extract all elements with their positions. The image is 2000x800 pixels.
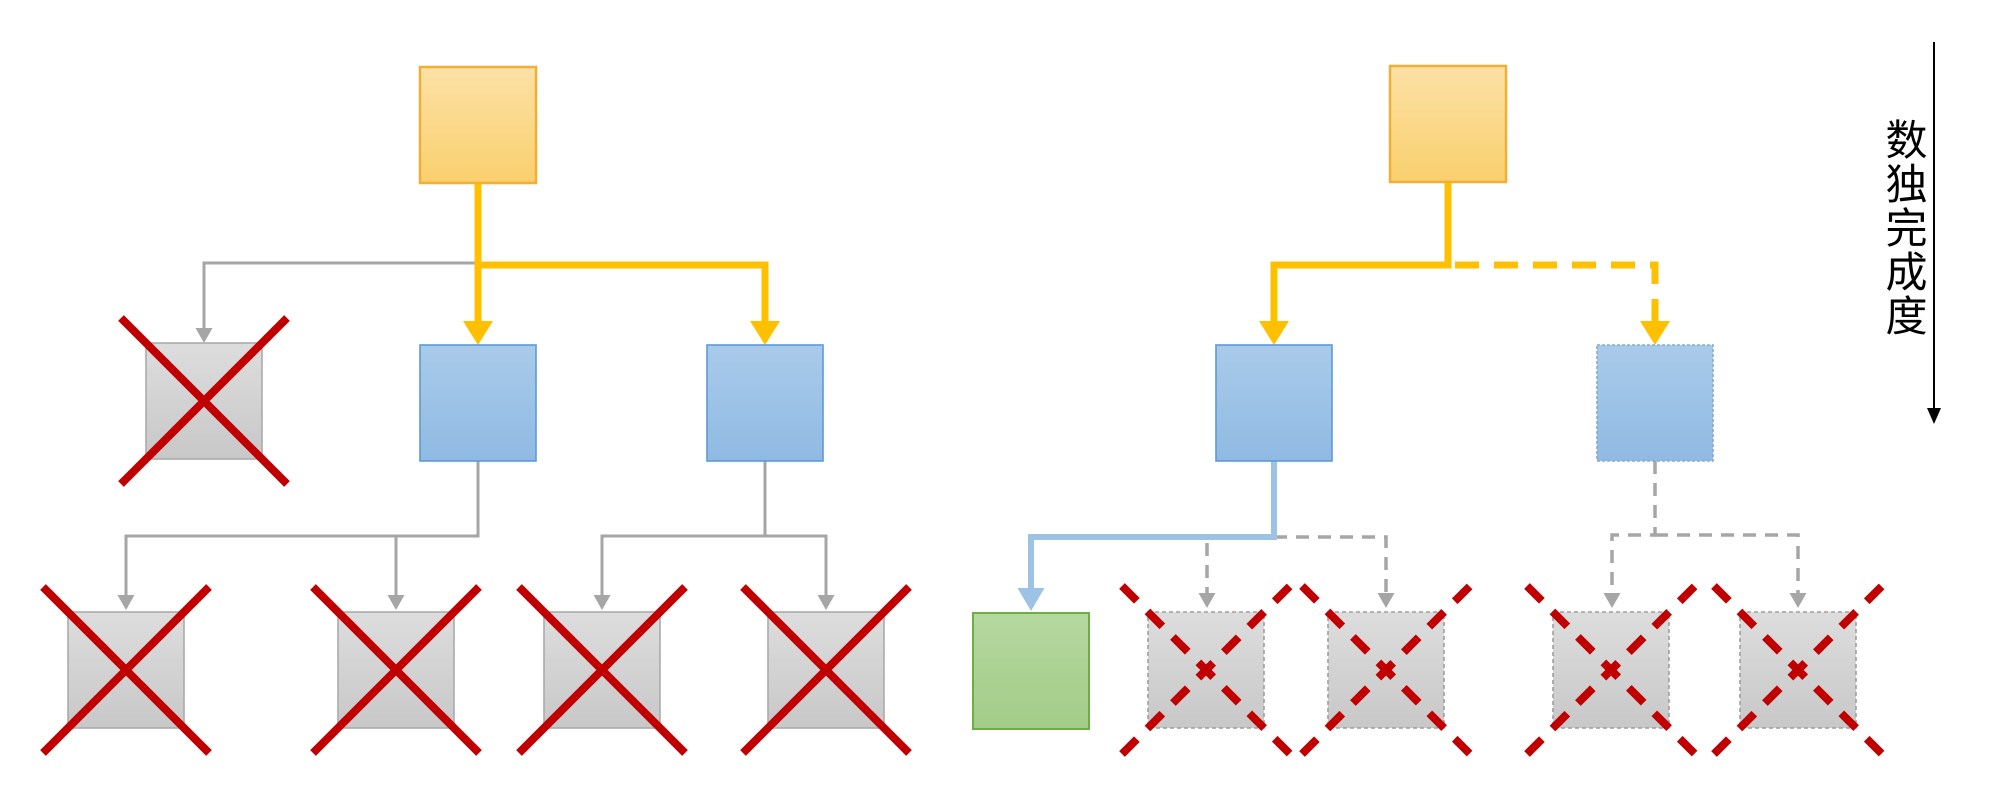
edge-left-blue-b-children [593, 461, 767, 610]
right-l3-eliminated-3-cross-icon [1524, 583, 1698, 757]
right-l3-eliminated-1 [1119, 583, 1293, 757]
right-l3-eliminated-1-cross-icon [1119, 583, 1293, 757]
edge-left-root-to-blue-b [478, 261, 780, 345]
edge-right-dashedblue-child1-line [1610, 461, 1657, 593]
edge-left-gray-to-eliminated-line [202, 261, 478, 328]
left-root-box [418, 65, 538, 185]
left-l3-eliminated-3-cross-icon [516, 584, 688, 756]
right-root [1388, 64, 1508, 184]
edge-left-root-to-blue-b-arrowhead-icon [750, 321, 780, 345]
left-l3-eliminated-4 [740, 584, 912, 756]
edge-left-blue-b-child2-arrowhead-icon [817, 595, 835, 610]
edge-right-dashed-to-elim1-arrowhead-icon [1198, 593, 1216, 608]
edge-left-root-to-blue-a [463, 183, 493, 345]
right-l3-eliminated-4-cross-icon [1711, 583, 1885, 757]
edge-left-gray-to-eliminated-arrowhead-icon [195, 328, 213, 343]
edge-left-blue-a-child2 [387, 536, 405, 610]
edge-right-dashedblue-child2-line [1655, 533, 1800, 593]
edge-right-root-to-blue-solid-arrowhead-icon [1259, 321, 1289, 345]
edge-left-root-to-blue-a-arrowhead-icon [463, 321, 493, 345]
edge-left-blue-b-child2 [765, 534, 835, 610]
edge-left-blue-b-child2-line [765, 534, 828, 595]
left-l3-eliminated-1-cross-icon [40, 584, 212, 756]
left-l2-candidate-b-box [706, 344, 824, 462]
left-l2-eliminated-cross-icon [118, 315, 290, 487]
edge-right-root-to-blue-dashed-line [1455, 261, 1659, 321]
edge-left-blue-a-child2-arrowhead-icon [387, 595, 405, 610]
edge-right-root-to-blue-dashed-arrowhead-icon [1640, 321, 1670, 345]
edge-right-dashedblue-child2-arrowhead-icon [1789, 593, 1807, 608]
left-l2-candidate-b [706, 344, 824, 462]
left-l2-candidate-a [419, 344, 537, 462]
axis-label-sudoku-completion: 数独完成度 [1880, 118, 1927, 338]
edge-right-blue-to-solution-arrowhead-icon [1017, 588, 1045, 611]
right-l3-eliminated-2-cross-icon [1299, 583, 1473, 757]
right-l3-eliminated-4-box [1739, 611, 1857, 729]
edge-left-root-to-blue-b-line [478, 261, 769, 321]
edge-right-blue-to-solution-line [1028, 461, 1277, 588]
right-l3-eliminated-3 [1524, 583, 1698, 757]
edge-right-root-to-blue-solid-line [1270, 182, 1452, 321]
edge-left-blue-a-children-line [124, 461, 480, 595]
right-l2-candidate-dashed-box [1596, 344, 1714, 462]
right-l3-solution [972, 612, 1090, 730]
edge-right-dashedblue-child1-arrowhead-icon [1603, 593, 1621, 608]
edge-left-blue-b-children-line [600, 461, 767, 595]
left-root [418, 65, 538, 185]
right-root-box [1388, 64, 1508, 184]
completion-axis-arrow-arrowhead-icon [1927, 408, 1941, 424]
completion-axis-arrow [1927, 42, 1941, 424]
edge-left-blue-b-children-arrowhead-icon [593, 595, 611, 610]
edge-right-root-to-blue-solid [1259, 182, 1452, 345]
edge-right-dashedblue-child2 [1655, 533, 1807, 608]
edge-right-dashed-to-elim2-arrowhead-icon [1377, 593, 1395, 608]
left-l3-eliminated-2-cross-icon [310, 584, 482, 756]
edge-right-dashed-to-elim2 [1274, 535, 1395, 608]
edge-left-gray-to-eliminated [195, 261, 478, 343]
left-l2-candidate-a-box [419, 344, 537, 462]
right-l3-eliminated-4 [1711, 583, 1885, 757]
edge-right-dashedblue-child1 [1603, 461, 1657, 608]
edge-right-blue-to-solution [1017, 461, 1277, 611]
right-l2-candidate-dashed [1596, 344, 1714, 462]
edge-right-dashed-to-elim1 [1198, 543, 1216, 608]
edge-right-dashed-to-elim2-line [1274, 535, 1388, 593]
right-l2-candidate-solid [1215, 344, 1333, 462]
left-l3-eliminated-3 [516, 584, 688, 756]
left-l3-eliminated-4-cross-icon [740, 584, 912, 756]
right-l3-eliminated-2 [1299, 583, 1473, 757]
edge-left-blue-a-children-arrowhead-icon [117, 595, 135, 610]
left-l3-eliminated-2 [310, 584, 482, 756]
right-l2-candidate-solid-box [1215, 344, 1333, 462]
left-l3-eliminated-1 [40, 584, 212, 756]
edge-left-blue-a-children [117, 461, 480, 610]
edge-right-root-to-blue-dashed [1455, 261, 1670, 345]
right-l3-solution-box [972, 612, 1090, 730]
left-l2-eliminated [118, 315, 290, 487]
